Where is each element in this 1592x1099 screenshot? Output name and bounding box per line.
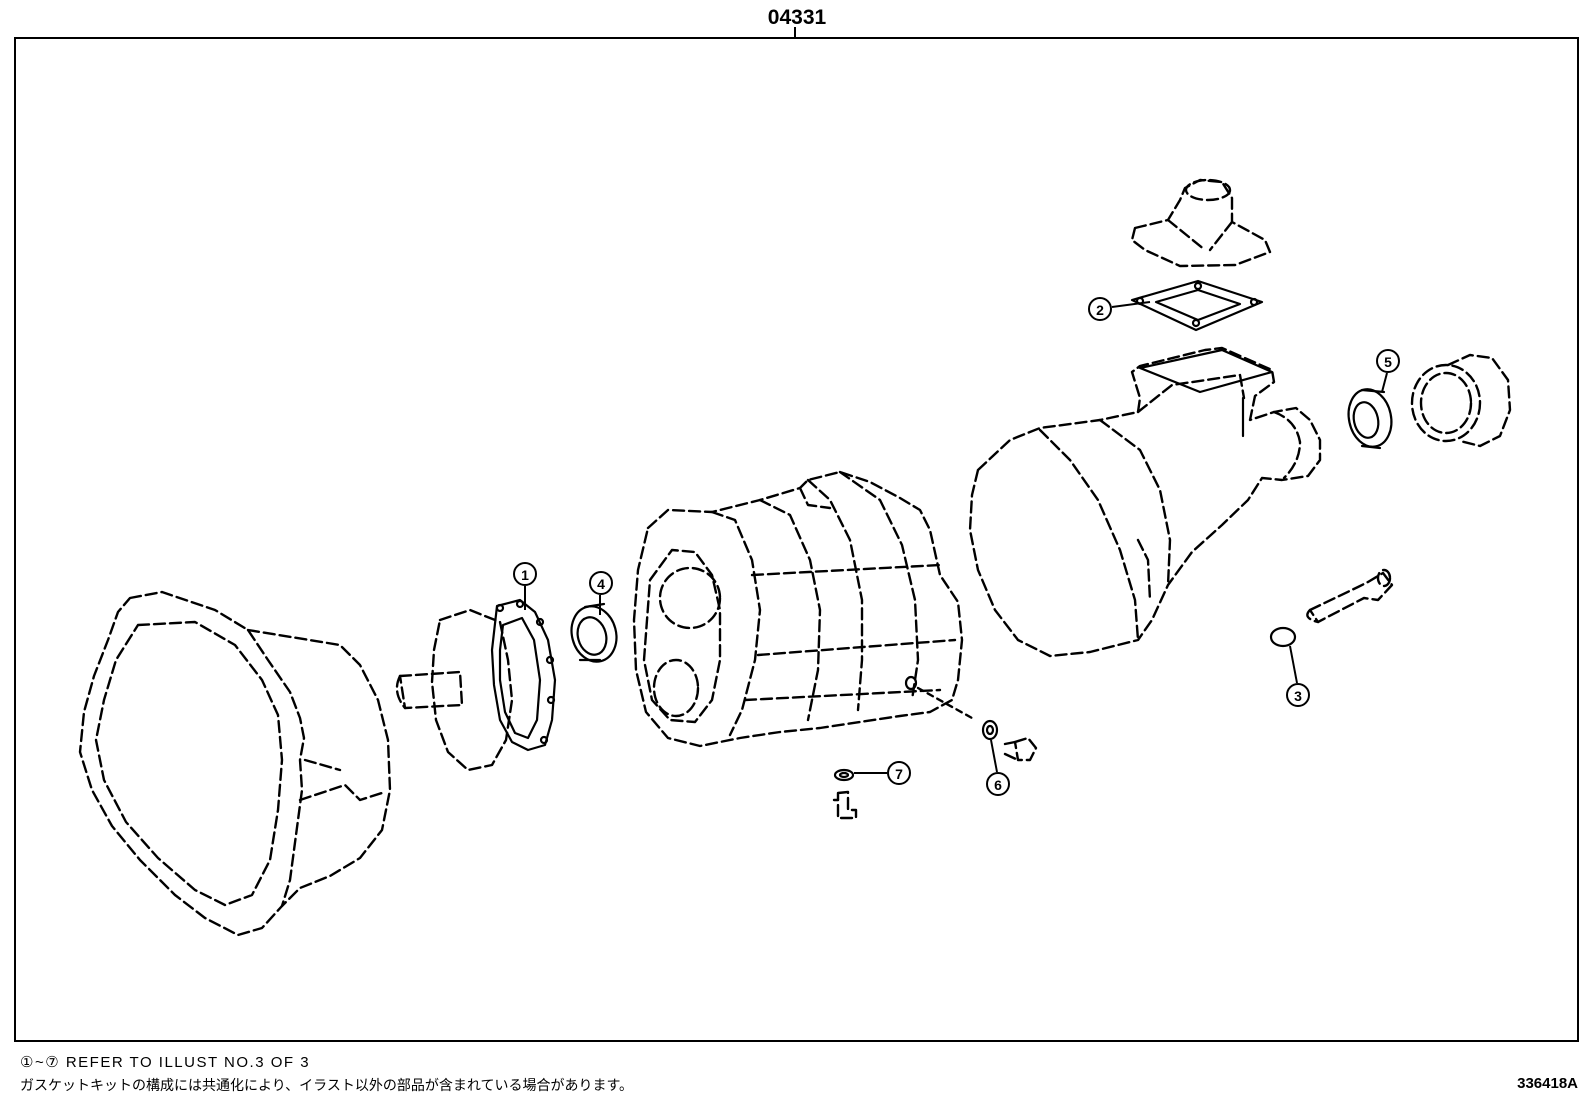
shift-lever-retainer[interactable] <box>1130 178 1272 268</box>
callout-3[interactable]: 3 <box>1286 683 1310 707</box>
dust-deflector[interactable] <box>1410 353 1512 448</box>
input-shaft-cover[interactable] <box>395 608 514 772</box>
callout-leader-5 <box>1381 372 1388 393</box>
callout-6[interactable]: 6 <box>986 772 1010 796</box>
clutch-bell-housing[interactable] <box>78 590 392 937</box>
parts-diagram: 04331 <box>14 6 1579 1042</box>
refer-note: ①~⑦ REFER TO ILLUST NO.3 OF 3 <box>20 1054 311 1071</box>
callout-1[interactable]: 1 <box>513 562 537 586</box>
assembly-ref: 04331 <box>768 6 827 29</box>
transmission-case[interactable] <box>632 470 974 748</box>
svg-text:6: 6 <box>994 777 1002 793</box>
svg-text:3: 3 <box>1294 688 1302 704</box>
filler-plug[interactable] <box>832 790 858 820</box>
callout-leader-2 <box>1111 301 1151 308</box>
diagram-frame <box>14 37 1579 1042</box>
o-ring[interactable] <box>1269 626 1297 648</box>
callout-4[interactable]: 4 <box>589 571 613 595</box>
callout-leader-6 <box>990 739 998 773</box>
callout-leader-3 <box>1289 645 1298 684</box>
callout-5[interactable]: 5 <box>1376 349 1400 373</box>
front-oil-seal[interactable] <box>566 601 623 666</box>
svg-text:2: 2 <box>1096 302 1104 318</box>
illustration-id: 336418A <box>1517 1075 1578 1092</box>
drain-plug[interactable] <box>1003 736 1038 762</box>
svg-text:1: 1 <box>521 567 529 583</box>
gasket-kit-note: ガスケットキットの構成には共通化により、イラスト以外の部品が含まれている場合があ… <box>20 1078 634 1094</box>
rear-oil-seal[interactable] <box>1343 385 1396 450</box>
callout-7[interactable]: 7 <box>887 761 911 785</box>
callout-2[interactable]: 2 <box>1088 297 1112 321</box>
svg-text:4: 4 <box>597 576 605 592</box>
top-cover-gasket[interactable] <box>1130 279 1264 332</box>
front-gasket[interactable] <box>490 598 557 752</box>
drain-plug-gasket[interactable] <box>981 719 999 741</box>
speedometer-driven-gear[interactable] <box>1306 568 1394 624</box>
svg-text:5: 5 <box>1384 354 1392 370</box>
extension-housing[interactable] <box>968 346 1322 658</box>
svg-text:7: 7 <box>895 766 903 782</box>
filler-plug-gasket[interactable] <box>833 768 855 782</box>
